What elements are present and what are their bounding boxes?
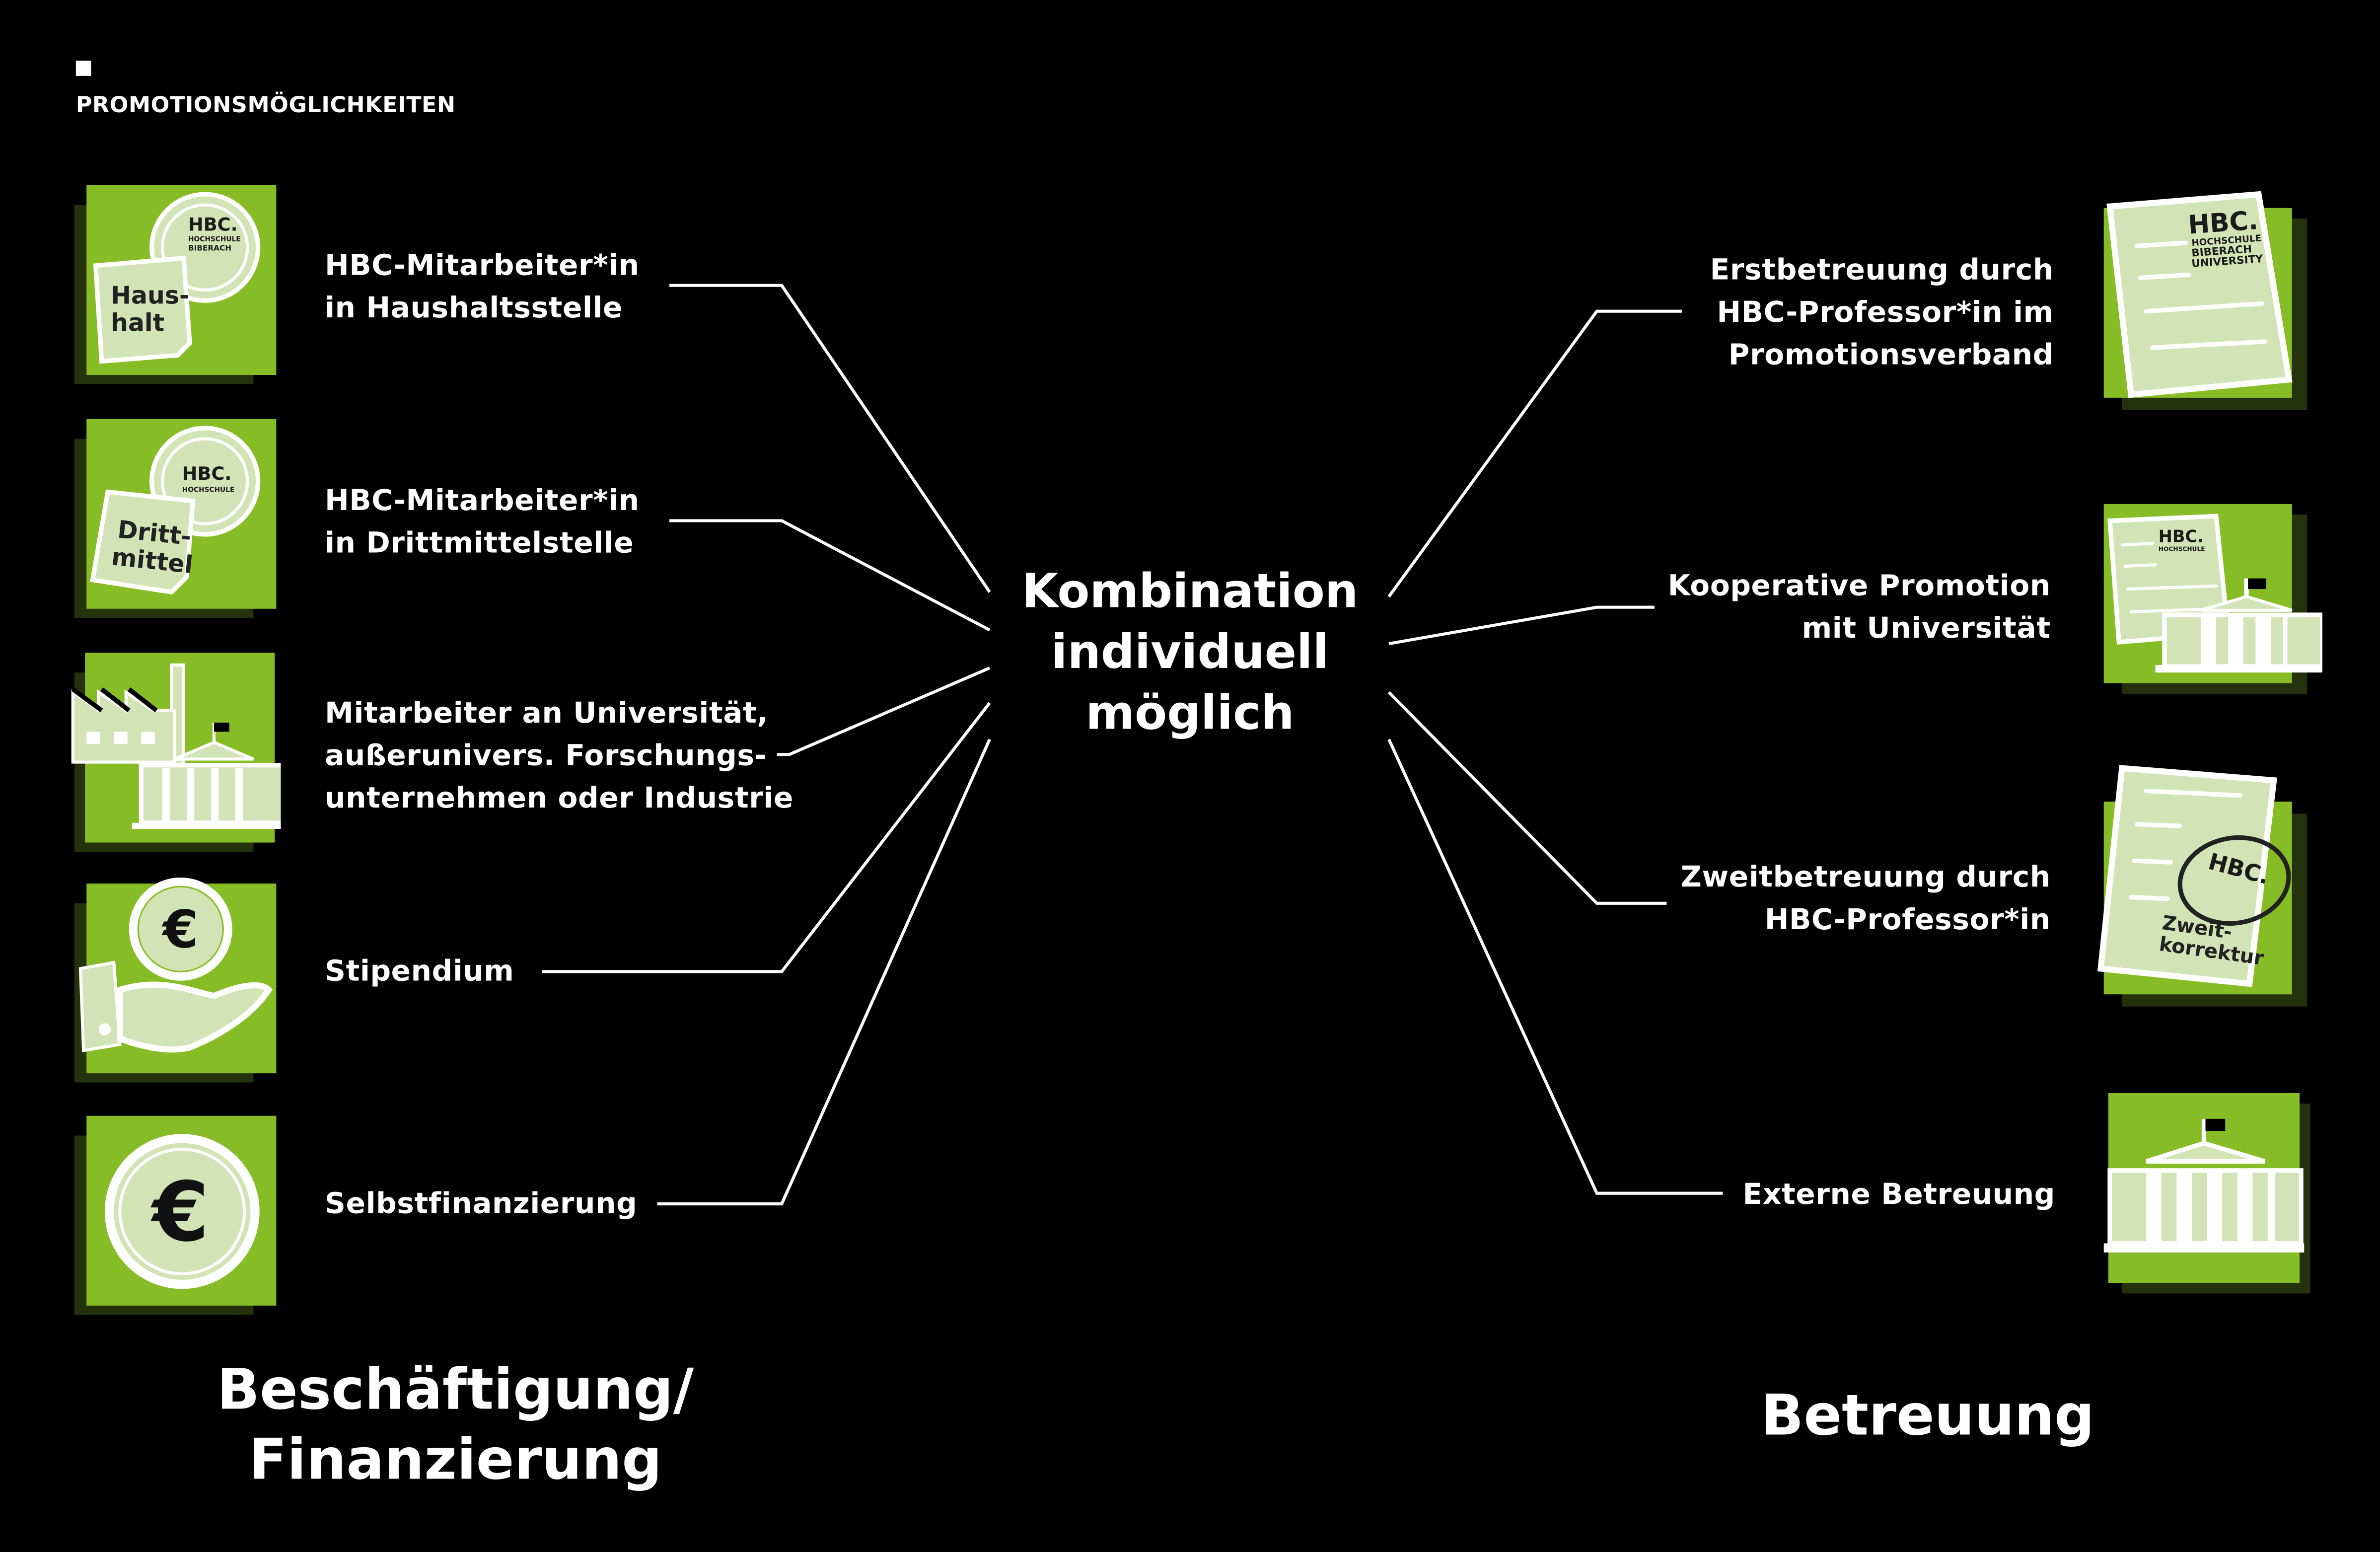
left-item-label-3: Mitarbeiter an Universität, außerunivers…	[325, 692, 793, 820]
right-item-label-4: Externe Betreuung	[1743, 1174, 2055, 1216]
svg-text:halt: halt	[111, 308, 164, 337]
second-review-document-icon: HBC. Zweit- korrektur	[2094, 759, 2308, 1007]
connector-right-1	[1387, 309, 1682, 598]
svg-text:HBC.: HBC.	[2187, 206, 2259, 240]
left-item-label-4: Stipendium	[325, 951, 514, 993]
label-line: mit Universität	[1802, 611, 2051, 646]
svg-text:HOCHSCHULE: HOCHSCHULE	[2159, 546, 2205, 553]
svg-text:HBC.: HBC.	[2159, 526, 2204, 546]
label-line: HBC-Professor*in im	[1717, 296, 2054, 330]
label-line: in Haushaltsstelle	[325, 291, 623, 325]
left-item-label-2: HBC-Mitarbeiter*in in Drittmittelstelle	[325, 480, 640, 565]
euro-symbol: €	[150, 1164, 209, 1259]
label-line: Externe Betreuung	[1742, 1178, 2055, 1212]
hbc-document-icon: HBC. HOCHSCHULE BIBERACH UNIVERSITY	[2094, 182, 2308, 410]
connector-left-5	[657, 739, 991, 1206]
connector-left-2	[669, 519, 991, 632]
section-title-line: Beschäftigung/	[216, 1357, 694, 1423]
svg-text:HBC.: HBC.	[188, 214, 237, 235]
svg-text:Haus-: Haus-	[111, 281, 189, 309]
section-title-line: Finanzierung	[248, 1427, 662, 1492]
svg-text:HOCHSCHULE: HOCHSCHULE	[188, 235, 241, 243]
euro-symbol: €	[162, 899, 199, 960]
document-university-icon: HBC. HOCHSCHULE	[2094, 493, 2325, 706]
hand-euro-coin-icon: €	[69, 877, 281, 1090]
label-line: außerunivers. Forschungs-	[325, 739, 767, 773]
label-line: Zweitbetreuung durch	[1680, 861, 2051, 894]
label-line: HBC-Mitarbeiter*in	[325, 484, 640, 518]
svg-text:HBC.: HBC.	[182, 463, 232, 484]
connector-right-4	[1387, 739, 1723, 1195]
left-item-label-5: Selbstfinanzierung	[325, 1182, 637, 1225]
connector-right-2	[1388, 605, 1655, 646]
third-party-funds-document-icon: HBC. HOCHSCHULE Dritt- mittel	[69, 413, 281, 625]
label-line: HBC-Mitarbeiter*in	[325, 249, 640, 283]
center-label: Kombination individuell möglich	[971, 562, 1408, 744]
section-title-financing: Beschäftigung/ Finanzierung	[213, 1356, 698, 1495]
center-line: individuell	[1051, 625, 1329, 680]
label-line: unternehmen oder Industrie	[325, 782, 793, 815]
label-line: Selbstfinanzierung	[325, 1187, 638, 1221]
connector-left-3	[777, 666, 991, 756]
label-line: Kooperative Promotion	[1667, 569, 2051, 603]
header-square-icon	[75, 61, 91, 76]
section-title-supervision: Betreuung	[1761, 1383, 2095, 1449]
factory-university-icon	[69, 647, 290, 859]
right-item-label-3: Zweitbetreuung durch HBC-Professor*in	[1681, 856, 2051, 941]
center-line: möglich	[1085, 686, 1295, 741]
university-building-icon	[2094, 1086, 2310, 1298]
label-line: Erstbetreuung durch	[1710, 253, 2054, 287]
label-line: in Drittmittelstelle	[325, 526, 634, 560]
label-line: Promotionsverband	[1728, 338, 2054, 372]
euro-coin-icon: €	[69, 1110, 281, 1323]
label-line: Mitarbeiter an Universität,	[325, 697, 769, 731]
center-line: Kombination	[1021, 565, 1359, 620]
page-title: PROMOTIONSMÖGLICHKEITEN	[75, 94, 456, 119]
right-item-label-2: Kooperative Promotion mit Universität	[1668, 565, 2051, 650]
right-item-label-1: Erstbetreuung durch HBC-Professor*in im …	[1710, 249, 2054, 376]
connector-left-4	[542, 702, 991, 973]
budget-document-icon: HBC. HOCHSCHULE BIBERACH Haus- halt	[69, 179, 281, 392]
left-item-label-1: HBC-Mitarbeiter*in in Haushaltsstelle	[325, 244, 640, 329]
label-line: Stipendium	[325, 955, 514, 988]
svg-text:HOCHSCHULE: HOCHSCHULE	[182, 486, 235, 494]
connector-right-3	[1387, 691, 1667, 905]
svg-text:BIBERACH: BIBERACH	[188, 243, 231, 252]
connector-left-1	[669, 284, 991, 593]
label-line: HBC-Professor*in	[1764, 903, 2051, 937]
